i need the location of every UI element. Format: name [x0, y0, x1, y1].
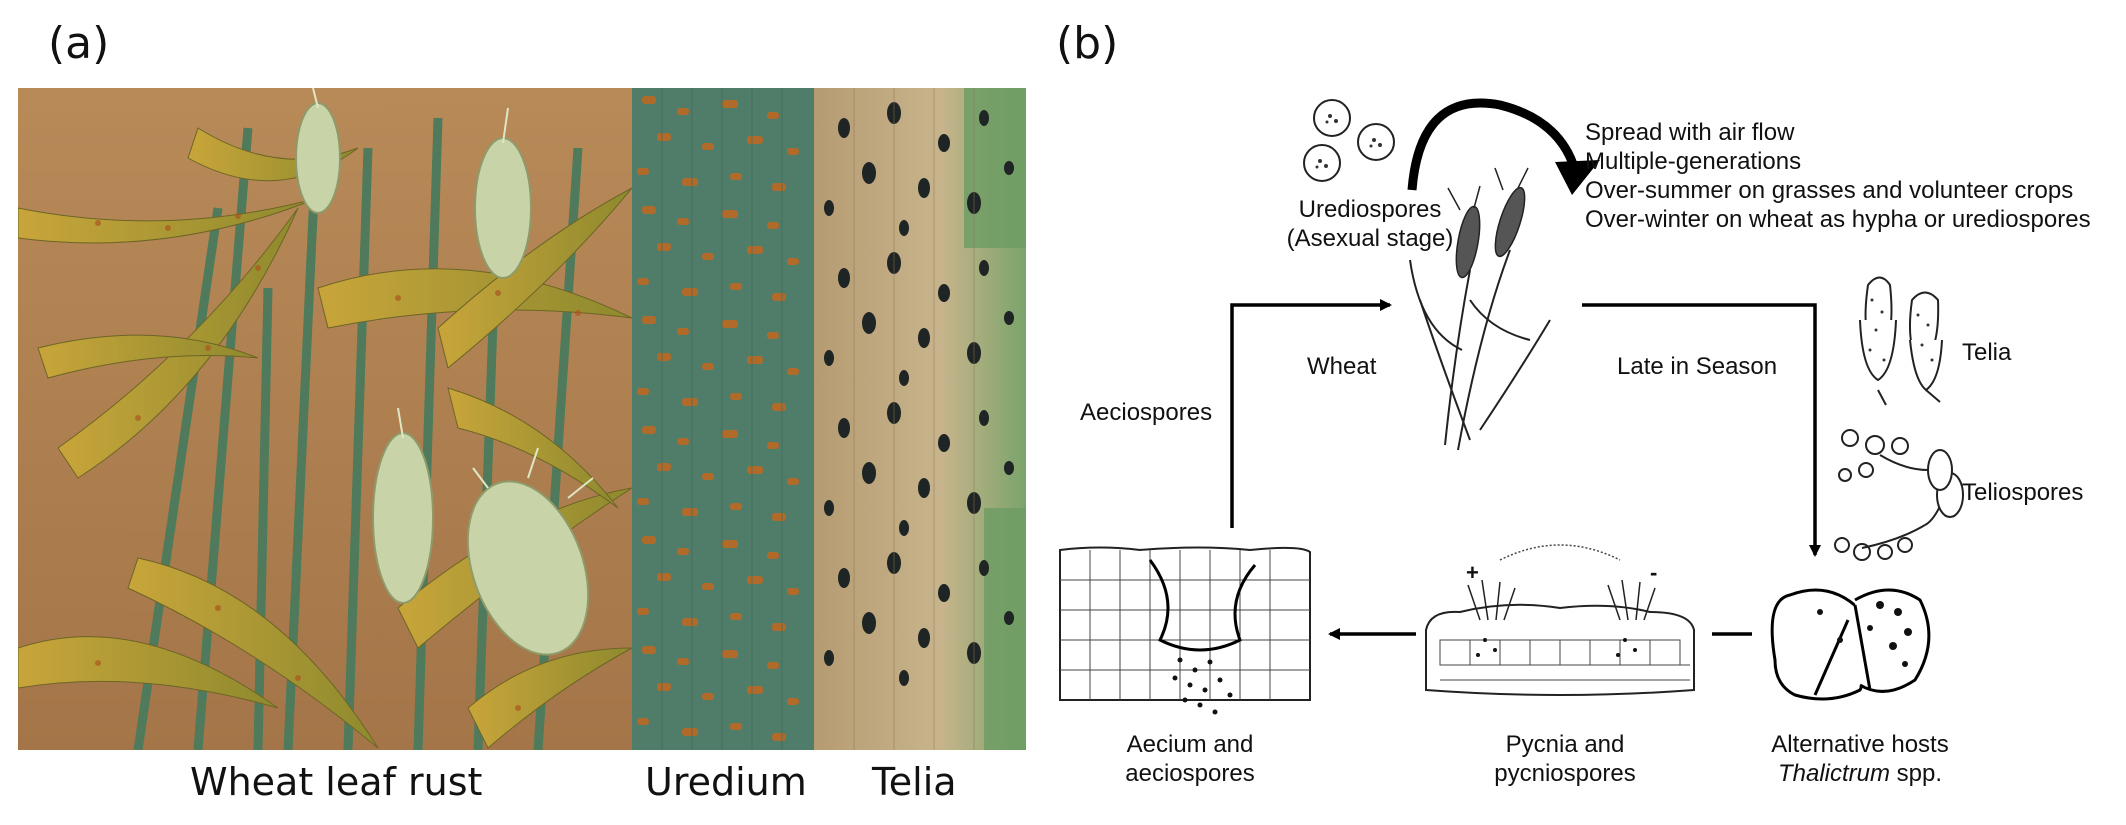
caption-telia: Telia [872, 760, 957, 804]
uredium-leaf-photo [632, 88, 814, 750]
panel-a-label: (a) [48, 18, 110, 69]
thalictrum-italic: Thalictrum [1777, 760, 1890, 787]
telia-icon [1859, 276, 1943, 406]
telia-label: Telia [1962, 339, 2012, 366]
plus-sign: + [1466, 560, 1479, 585]
minus-sign: - [1650, 560, 1658, 585]
teliospores-label: Teliospores [1962, 479, 2084, 506]
aecium-tissue-icon [1059, 546, 1311, 701]
alternative-hosts-label: Alternative hosts Thalictrum spp. [1771, 731, 1949, 787]
spread-notes: Spread with air flow Multiple-generation… [1585, 118, 2091, 234]
urediospore-cycle-arrow-icon [1407, 98, 1580, 191]
spread-note-2: Multiple-generations [1585, 148, 1802, 175]
caption-wheat-leaf-rust: Wheat leaf rust [190, 760, 483, 804]
pycnia-label: Pycnia and pycniospores [1494, 731, 1636, 787]
pycnia-fusion-arc [1499, 544, 1621, 561]
panel-b-label: (b) [1056, 18, 1119, 69]
caption-uredium: Uredium [645, 760, 807, 804]
aecium-label: Aecium and aeciospores [1125, 731, 1255, 787]
teliospores-icon [1834, 429, 1964, 561]
spread-note-1: Spread with air flow [1585, 119, 1795, 146]
aeciospores-label: Aeciospores [1080, 399, 1213, 426]
urediospores-label: Urediospores (Asexual stage) [1286, 196, 1454, 252]
telia-leaf-photo [814, 88, 1026, 750]
urediospore-cells-icon [1303, 99, 1395, 182]
spread-note-4: Over-winter on wheat as hypha or uredios… [1585, 206, 2091, 233]
arrow-wheat-to-late-season [1582, 303, 1821, 557]
arrow-aeciospores-to-wheat [1230, 299, 1392, 528]
late-in-season-label: Late in Season [1617, 353, 1778, 380]
thalictrum-leaf-icon [1770, 588, 1931, 701]
wheat-label: Wheat [1307, 353, 1377, 380]
wheat-plant-icon [1409, 249, 1551, 451]
wheat-field-photo [18, 88, 632, 750]
spread-note-3: Over-summer on grasses and volunteer cro… [1585, 177, 2074, 204]
